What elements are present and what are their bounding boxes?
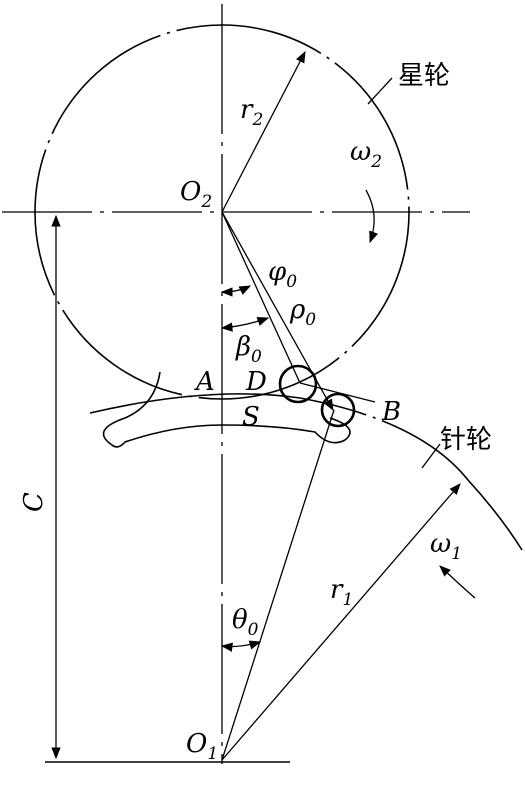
label-omega1: ω1 <box>430 529 462 564</box>
pin-wheel-arc <box>89 393 523 551</box>
o2-to-d-line <box>221 211 301 384</box>
label-b: B <box>381 397 401 427</box>
label-star-wheel: 星轮 <box>398 61 450 91</box>
label-phi0: φ0 <box>268 257 297 292</box>
o1-to-pin-line <box>221 409 335 761</box>
r2-radius-arrow <box>221 50 306 213</box>
label-rho0: ρ0 <box>289 295 316 330</box>
omega2-arrow <box>365 189 379 244</box>
pin-circle <box>320 392 356 428</box>
beta0-arc <box>220 317 270 332</box>
label-pin-wheel: 针轮 <box>440 425 492 455</box>
label-s: S <box>242 402 260 432</box>
roller-circle-d <box>278 364 318 404</box>
theta0-arc <box>220 640 262 652</box>
phi0-arc <box>220 285 252 297</box>
label-beta0: β0 <box>235 332 262 367</box>
label-c: C <box>19 492 49 512</box>
label-theta0: θ0 <box>232 605 259 640</box>
pin-wheel-leader <box>421 443 441 469</box>
label-d: D <box>245 367 267 397</box>
star-wheel-leader <box>367 77 393 105</box>
label-r2: r2 <box>240 95 263 130</box>
label-o1: O1 <box>186 729 218 764</box>
crescent-slot <box>102 371 351 448</box>
label-r1: r1 <box>330 575 353 610</box>
tangent-line-ab <box>299 382 376 403</box>
label-omega2: ω2 <box>350 137 382 172</box>
label-o2: O2 <box>180 177 212 212</box>
r1-radius-arrow <box>221 483 461 761</box>
label-a: A <box>194 367 215 397</box>
omega1-arrow <box>439 565 476 599</box>
